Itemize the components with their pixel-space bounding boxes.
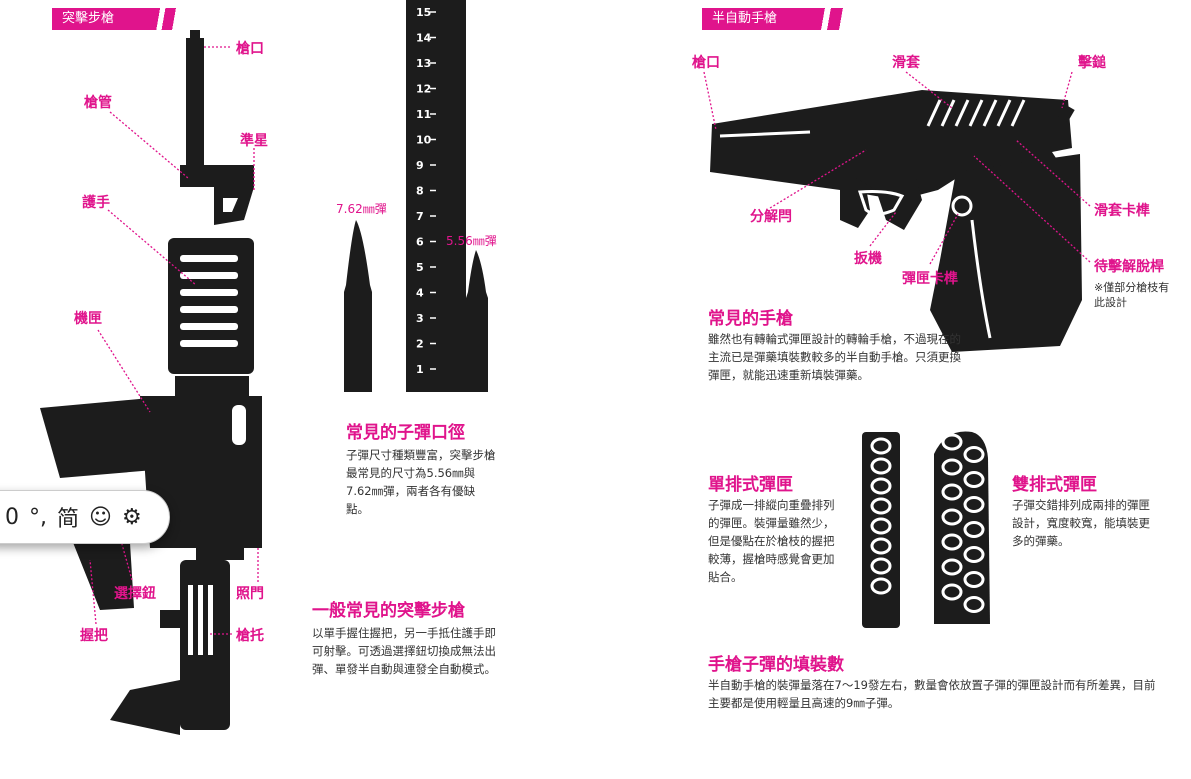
toolbar-simplified-toggle[interactable]: 简 <box>57 507 80 532</box>
pistol-text: 雖然也有轉輪式彈匣設計的轉輪手槍，不過現在的主流已是彈藥填裝數較多的半自動手槍。… <box>708 332 961 382</box>
label-grip: 握把 <box>80 628 108 644</box>
capacity-text: 半自動手槍的裝彈量落在7〜19發左右，數量會依放置子彈的彈匣設計而有所差異，目前… <box>708 678 1156 710</box>
section-tag-assault-rifle: 突擊步槍 <box>52 8 180 30</box>
capacity-title: 手槍子彈的填裝數 <box>708 655 844 675</box>
ruler-tick-label: 11 <box>416 108 431 121</box>
single-stack-round <box>870 557 892 575</box>
single-stack-round <box>870 477 892 495</box>
section-tag-text: 半自動手槍 <box>712 11 778 26</box>
bullet-comparison-illustration: 15 14 13 12 11 10 9 8 7 6 5 4 3 2 1 <box>344 0 488 392</box>
pistol-title: 常見的手槍 <box>708 309 793 329</box>
calibers-text: 子彈尺寸種類豐富，突擊步槍最常見的尺寸為5.56㎜與7.62㎜彈，兩者各有優缺點… <box>346 448 496 516</box>
label-takedown: 分解閂 <box>750 209 792 225</box>
section-tag-text: 突擊步槍 <box>62 11 115 26</box>
ruler-tick-label: 6 <box>416 236 424 249</box>
single-stack-round <box>870 437 892 455</box>
double-stack-round <box>941 433 963 451</box>
double-stack-round <box>963 546 985 563</box>
ruler-tick-label: 3 <box>416 312 424 325</box>
double-stack-round <box>963 446 985 463</box>
label-barrel: 槍管 <box>84 95 112 111</box>
ruler-tick-label: 9 <box>416 159 424 172</box>
ime-toolbar[interactable]: 0 °, 简 ☺ ⚙ <box>0 490 170 544</box>
label-muzzle: 槍口 <box>236 41 264 57</box>
single-stack-round <box>870 497 892 515</box>
double-stack-text: 子彈交錯排列成兩排的彈匣設計，寬度較寬，能填裝更多的彈藥。 <box>1012 498 1150 548</box>
label-slide: 滑套 <box>892 55 920 71</box>
double-stack-round <box>963 521 985 538</box>
double-stack-round <box>941 558 963 576</box>
double-stack-round <box>941 483 963 501</box>
double-stack-round <box>941 583 963 601</box>
ruler-tick-label: 4 <box>416 287 424 300</box>
emoji-icon[interactable]: ☺ <box>89 504 112 530</box>
double-stack-round <box>963 496 985 513</box>
single-stack-magazine <box>862 432 900 628</box>
label-stock: 槍托 <box>236 628 264 644</box>
bullet-762 <box>344 220 372 392</box>
label-mag-release: 彈匣卡榫 <box>902 271 958 287</box>
double-stack-round <box>941 458 963 476</box>
label-front-sight: 準星 <box>240 133 268 149</box>
decocker-note: ※僅部分槍枝有此設計 <box>1094 281 1170 309</box>
ruler-tick-label: 8 <box>416 185 424 198</box>
bullet-556 <box>466 250 488 392</box>
label-receiver: 機匣 <box>74 311 102 327</box>
single-stack-round <box>870 537 892 555</box>
ruler-tick-label: 10 <box>416 134 432 147</box>
label-decocker: 待擊解脫桿 <box>1094 259 1164 275</box>
label-selector: 選擇鈕 <box>114 586 156 602</box>
ruler <box>406 0 466 392</box>
ruler-tick-label: 2 <box>416 338 424 351</box>
pistol-illustration <box>703 71 1091 352</box>
ruler-tick-label: 15 <box>416 6 431 19</box>
label-pistol-muzzle: 槍口 <box>692 55 720 71</box>
assault-rifle-illustration <box>40 30 262 735</box>
label-handguard: 護手 <box>82 195 110 211</box>
rifle-title: 一般常見的突擊步槍 <box>312 601 465 621</box>
single-stack-round <box>870 517 892 535</box>
double-stack-magazine <box>934 431 990 624</box>
gear-icon[interactable]: ⚙ <box>121 504 142 530</box>
label-slide-stop: 滑套卡榫 <box>1094 203 1150 219</box>
magazines-illustration <box>862 431 990 628</box>
calibers-title: 常見的子彈口徑 <box>346 423 465 443</box>
double-stack-round <box>963 571 985 588</box>
single-stack-round <box>870 577 892 595</box>
label-bullet-762: 7.62㎜彈 <box>336 202 387 216</box>
single-stack-round <box>870 457 892 475</box>
ruler-tick-label: 13 <box>416 57 431 70</box>
ruler-tick-label: 1 <box>416 363 424 376</box>
toolbar-punctuation-toggle[interactable]: °, <box>29 504 47 530</box>
single-stack-title: 單排式彈匣 <box>708 475 793 495</box>
ruler-tick-label: 5 <box>416 261 424 274</box>
section-tag-pistol: 半自動手槍 <box>702 8 848 30</box>
label-trigger: 扳機 <box>854 251 882 267</box>
rifle-text: 以單手握住握把，另一手抵住護手即可射擊。可透過選擇鈕切換成無法出彈、單發半自動與… <box>312 626 496 676</box>
label-bullet-556: 5.56㎜彈 <box>446 234 497 248</box>
label-hammer: 擊鎚 <box>1078 55 1106 71</box>
double-stack-round <box>963 471 985 488</box>
toolbar-item-partial[interactable]: 0 <box>5 504 19 530</box>
label-ejection-port: 照門 <box>236 586 264 602</box>
double-stack-title: 雙排式彈匣 <box>1012 475 1097 495</box>
double-stack-round <box>941 533 963 551</box>
ruler-tick-label: 14 <box>416 32 432 45</box>
ruler-tick-label: 7 <box>416 210 424 223</box>
ruler-tick-label: 12 <box>416 83 431 96</box>
double-stack-round <box>941 508 963 526</box>
single-stack-text: 子彈成一排縱向重疊排列的彈匣。裝彈量雖然少，但是優點在於槍枝的握把較薄，握槍時感… <box>708 498 835 584</box>
double-stack-round <box>963 596 985 613</box>
